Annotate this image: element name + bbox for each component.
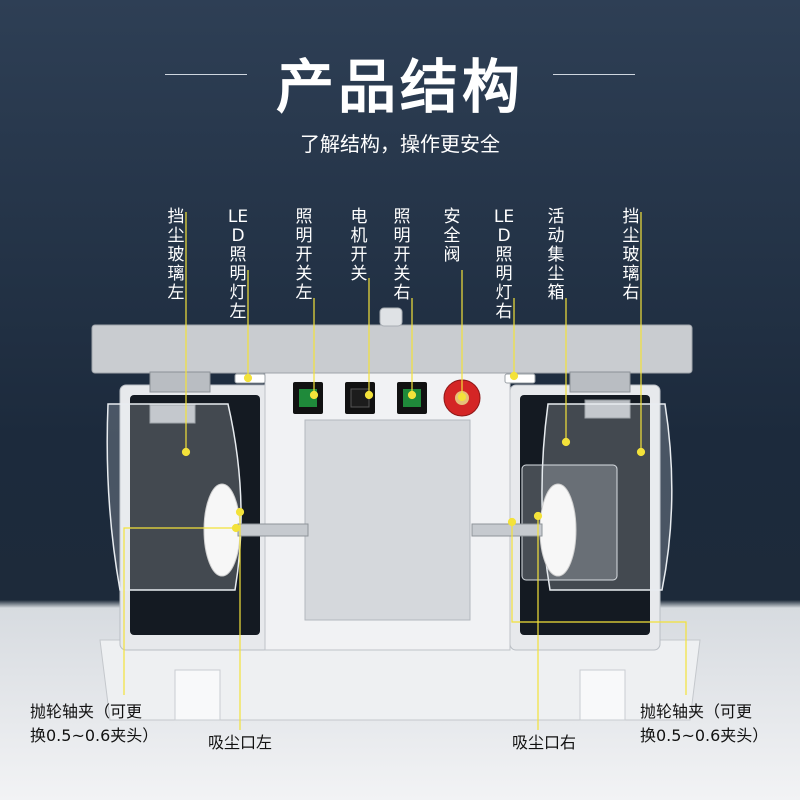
label-light-switch-left: 照明开关左	[295, 207, 313, 303]
label-safety-valve: 安全阀	[443, 207, 461, 265]
title-rule-left	[165, 74, 247, 75]
label-motor-switch: 电机开关	[350, 207, 368, 284]
led-light-icon	[504, 373, 536, 384]
motor-cover	[304, 419, 471, 621]
base-foot-left	[174, 669, 221, 721]
top-plate	[91, 324, 693, 374]
label-suction-right: 吸尘口右	[512, 733, 577, 752]
polishing-wheel-right	[539, 483, 577, 577]
label-light-switch-right: 照明开关右	[393, 207, 411, 303]
left-chamber	[130, 395, 260, 635]
label-glass-shield-left: 挡尘玻璃左	[167, 207, 185, 303]
label-wheel-clamp-right: 抛轮轴夹（可更 换0.5~0.6夹头）	[640, 702, 769, 745]
title-rule-right	[553, 74, 635, 75]
base-foot-right	[579, 669, 626, 721]
label-wheel-clamp-left: 抛轮轴夹（可更 换0.5~0.6夹头）	[30, 702, 159, 745]
label-led-light-right: LED照明灯右	[493, 207, 515, 322]
label-suction-left: 吸尘口左	[208, 733, 273, 752]
label-led-light-left: LED照明灯左	[227, 207, 249, 322]
label-dust-box: 活动集尘箱	[547, 207, 565, 303]
page-title: 产品结构	[275, 53, 524, 121]
page-subtitle: 了解结构，操作更安全	[300, 132, 500, 156]
label-glass-shield-right: 挡尘玻璃右	[622, 207, 640, 303]
